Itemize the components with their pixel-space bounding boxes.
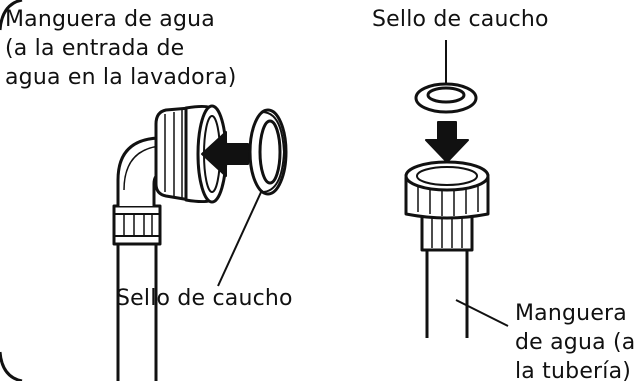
rubber-washer-icon xyxy=(414,82,478,114)
hose-inlet-label: Manguera de agua (a la entrada de agua e… xyxy=(5,5,237,92)
rubber-seal-label-top: Sello de caucho xyxy=(372,7,549,32)
hose-inlet-label-line-2: (a la entrada de xyxy=(5,36,185,61)
hose-pipe-label: Manguera de agua (a la tubería) xyxy=(515,299,635,386)
hose-pipe-label-line-3: la tubería) xyxy=(515,359,632,384)
push-down-arrow-icon xyxy=(425,121,469,163)
hose-inlet-label-line-1: Manguera de agua xyxy=(5,7,215,32)
seal-bottom-leader-line xyxy=(217,189,263,287)
push-left-arrow-icon xyxy=(201,131,249,177)
hose-inlet-label-line-3: agua en la lavadora) xyxy=(5,65,237,90)
hose-right-leader-line xyxy=(455,299,509,327)
frame-corner-bottom-left xyxy=(0,351,23,381)
frame-corner-top-left xyxy=(0,0,23,31)
hose-pipe-label-line-1: Manguera xyxy=(515,301,627,326)
rubber-seal-label-bottom: Sello de caucho xyxy=(116,286,293,311)
hose-pipe-label-line-2: de agua (a xyxy=(515,330,636,355)
straight-hose-with-coupling-icon xyxy=(404,160,490,338)
rubber-washer-icon xyxy=(248,108,288,196)
